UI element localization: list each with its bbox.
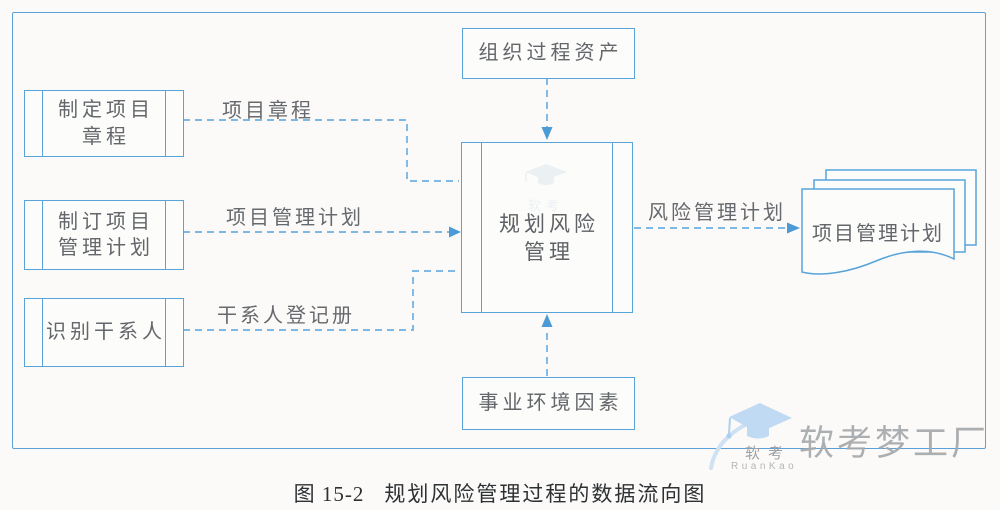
box-organizational-process-assets: 组织过程资产 (462, 28, 635, 79)
process-stripe-right (165, 299, 166, 366)
flow-label-project-charter: 项目章程 (222, 100, 314, 122)
process-stripe-left (42, 91, 43, 156)
box-label-line1: 制定项目 (58, 99, 154, 122)
figure-title: 规划风险管理过程的数据流向图 (384, 482, 707, 506)
process-stripe-left (42, 201, 43, 269)
process-stripe-right (612, 143, 613, 312)
flow-label-project-management-plan: 项目管理计划 (226, 207, 364, 229)
box-label-line1: 制订项目 (58, 210, 154, 233)
box-label-line1: 识别干系人 (46, 321, 166, 344)
flow-label-risk-management-plan: 风险管理计划 (648, 202, 786, 224)
process-stripe-right (165, 201, 166, 269)
box-develop-project-management-plan: 制订项目 管理计划 (24, 200, 184, 270)
box-label-line2: 管理计划 (58, 237, 154, 259)
box-identify-stakeholders: 识别干系人 (24, 298, 184, 367)
box-label-line2: 管理 (524, 239, 574, 264)
flow-label-stakeholder-register: 干系人登记册 (217, 305, 355, 327)
process-stripe-right (165, 91, 166, 156)
process-stripe-left (42, 299, 43, 366)
figure-caption: 图 15-2 规划风险管理过程的数据流向图 (0, 478, 1000, 508)
diagram-frame (12, 12, 986, 449)
process-stripe-left (481, 143, 482, 312)
document-project-management-plan: 项目管理计划 (812, 223, 944, 245)
box-plan-risk-management: 规划风险 管理 (461, 142, 633, 313)
box-label-line2: 章程 (82, 125, 130, 148)
figure-number: 图 15-2 (293, 482, 365, 506)
box-label: 事业环境因素 (478, 392, 623, 415)
box-enterprise-environmental-factors: 事业环境因素 (462, 377, 635, 430)
watermark-en: RuanKao (731, 461, 798, 472)
box-label-line1: 规划风险 (499, 211, 599, 236)
box-develop-project-charter: 制定项目 章程 (24, 90, 184, 157)
box-label: 组织过程资产 (478, 42, 623, 65)
